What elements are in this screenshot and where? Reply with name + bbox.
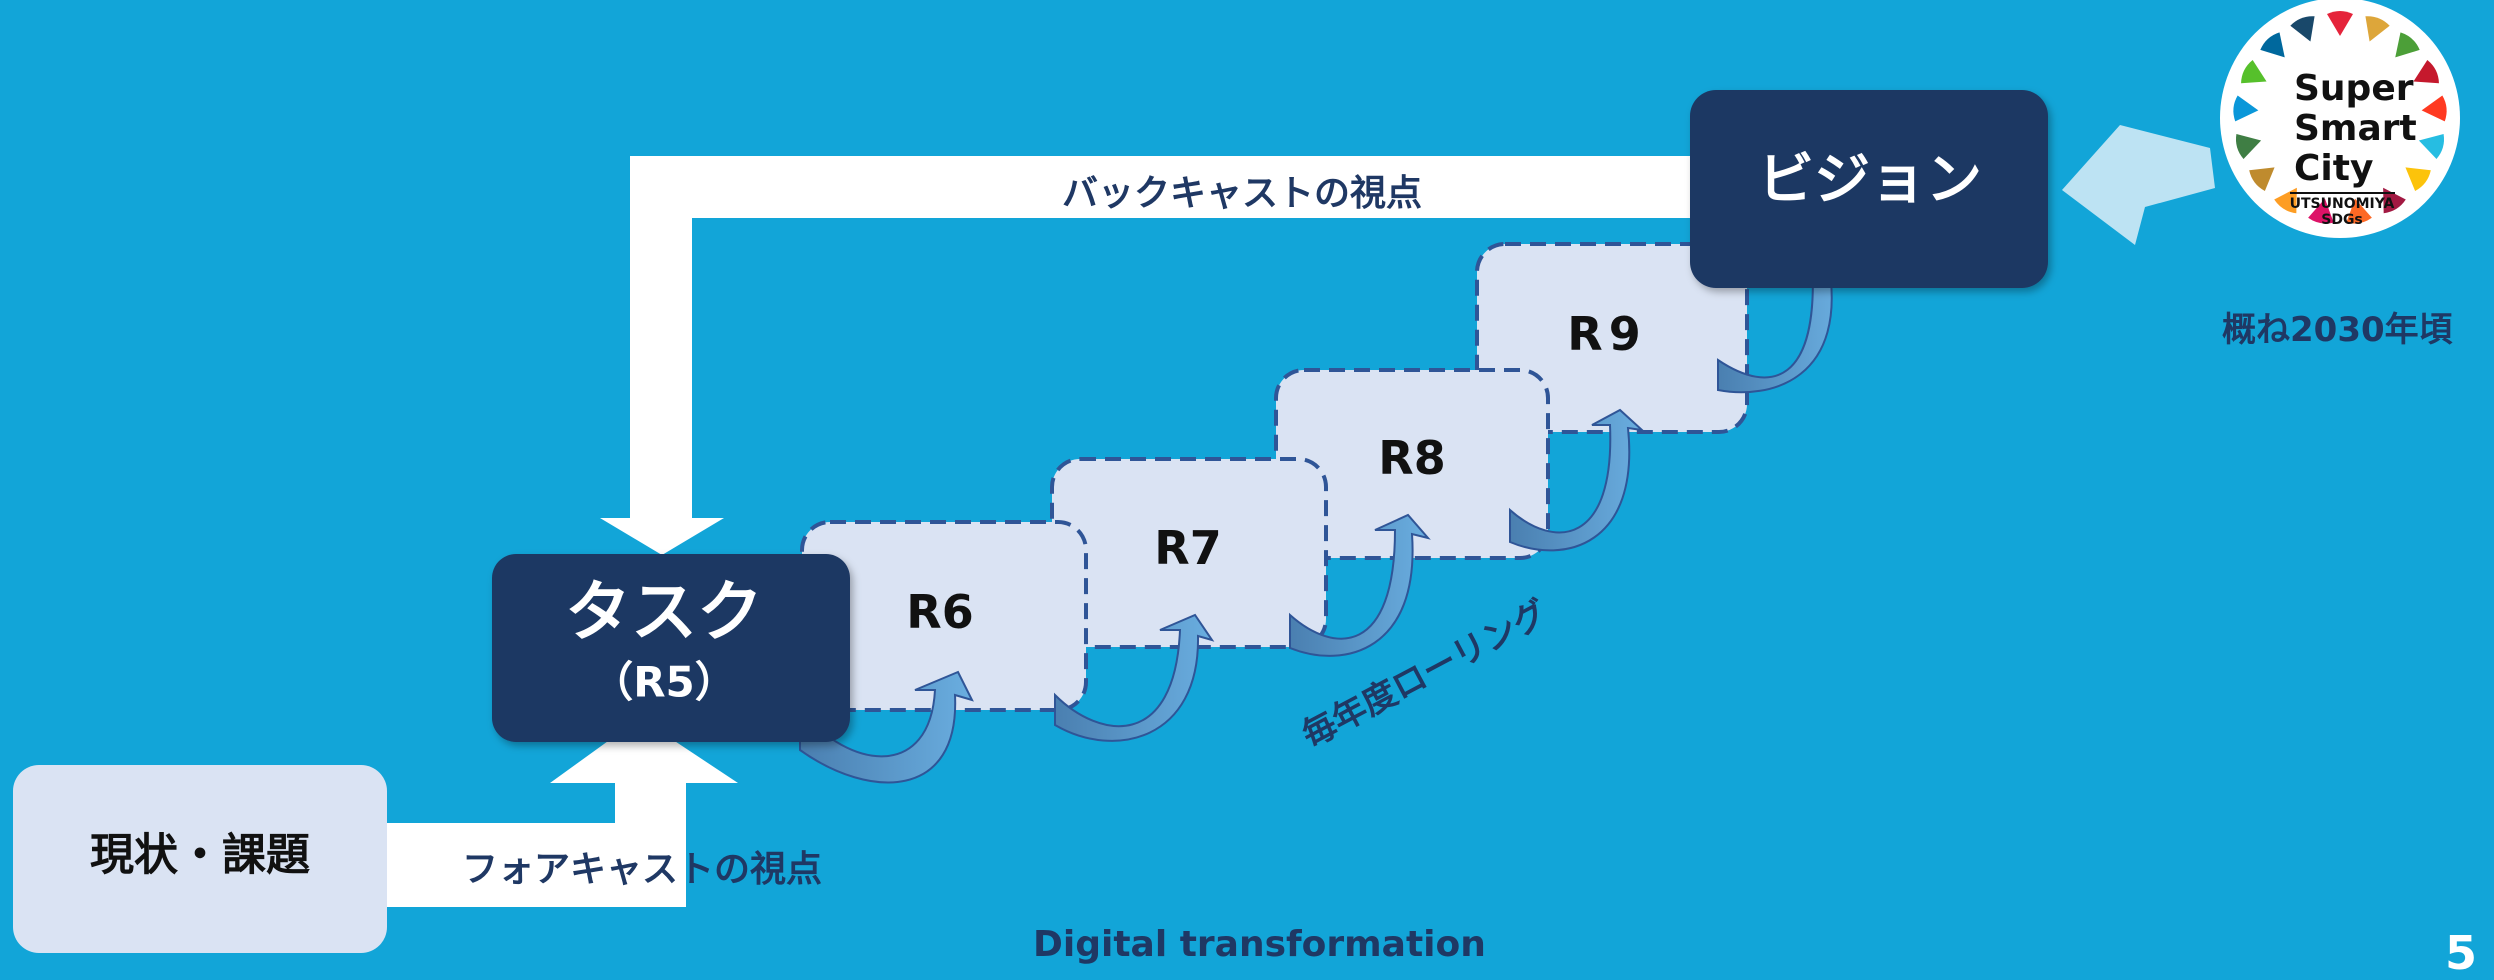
curved-arrow-1: [799, 670, 974, 784]
curved-arrow-2: [1054, 613, 1215, 742]
backcast-label: バックキャストの視点: [1062, 173, 1423, 214]
logo-petal: [2260, 32, 2285, 58]
logo-petal: [2249, 167, 2275, 192]
current-state-title: 現状・課題: [90, 830, 310, 881]
logo-petal: [2233, 95, 2259, 122]
logo-petal: [2346, 198, 2372, 224]
logo-line-1: Super: [2294, 68, 2414, 109]
logo-line-5: SDGs: [2321, 212, 2363, 228]
logo-petal: [2274, 187, 2297, 214]
year-label: 概ね2030年頃: [2222, 310, 2453, 350]
step-label-r8: R8: [1378, 431, 1445, 485]
logo-petal: [2308, 198, 2334, 224]
vision-pointer-arrow: [2062, 125, 2215, 245]
vision-title: ビジョン: [1758, 148, 1982, 213]
footer-label: Digital transformation: [1033, 924, 1486, 965]
logo-petal: [2418, 133, 2444, 159]
task-subtitle: （R5）: [591, 658, 737, 707]
page-number: 5: [2445, 926, 2478, 980]
logo-petal: [2405, 167, 2431, 192]
logo-petal: [2383, 187, 2406, 214]
logo-petal: [2327, 11, 2353, 36]
logo-line-3: City: [2294, 148, 2373, 189]
backcast-arrow: [600, 156, 1700, 555]
logo-line-4: UTSUNOMIYA: [2290, 196, 2395, 212]
task-box: [492, 554, 850, 742]
logo-petal: [2236, 133, 2262, 159]
vision-box: [1690, 90, 2048, 288]
logo-petal: [2413, 60, 2439, 84]
logo-petal: [2421, 95, 2447, 122]
logo-petal: [2290, 16, 2315, 42]
curved-arrow-4: [1509, 408, 1646, 552]
task-title: タスク: [565, 574, 763, 651]
logo-line-2: Smart: [2294, 108, 2417, 149]
rolling-label: 毎年度ローリング: [1295, 593, 1554, 756]
logo-petal: [2395, 32, 2420, 58]
step-label-r6: R6: [906, 585, 973, 639]
forecast-label: フォアキャストの視点: [462, 849, 823, 890]
step-label-r9: R9: [1567, 307, 1646, 361]
forecast-arrow: [360, 718, 738, 907]
logo-petal: [2365, 16, 2390, 42]
curved-arrow-3: [1289, 513, 1431, 657]
super-smart-city-logo: Super Smart City UTSUNOMIYA SDGs: [2220, 0, 2460, 238]
current-state-box: [13, 765, 387, 953]
logo-petal: [2241, 60, 2267, 84]
step-label-r7: R7: [1154, 521, 1221, 575]
